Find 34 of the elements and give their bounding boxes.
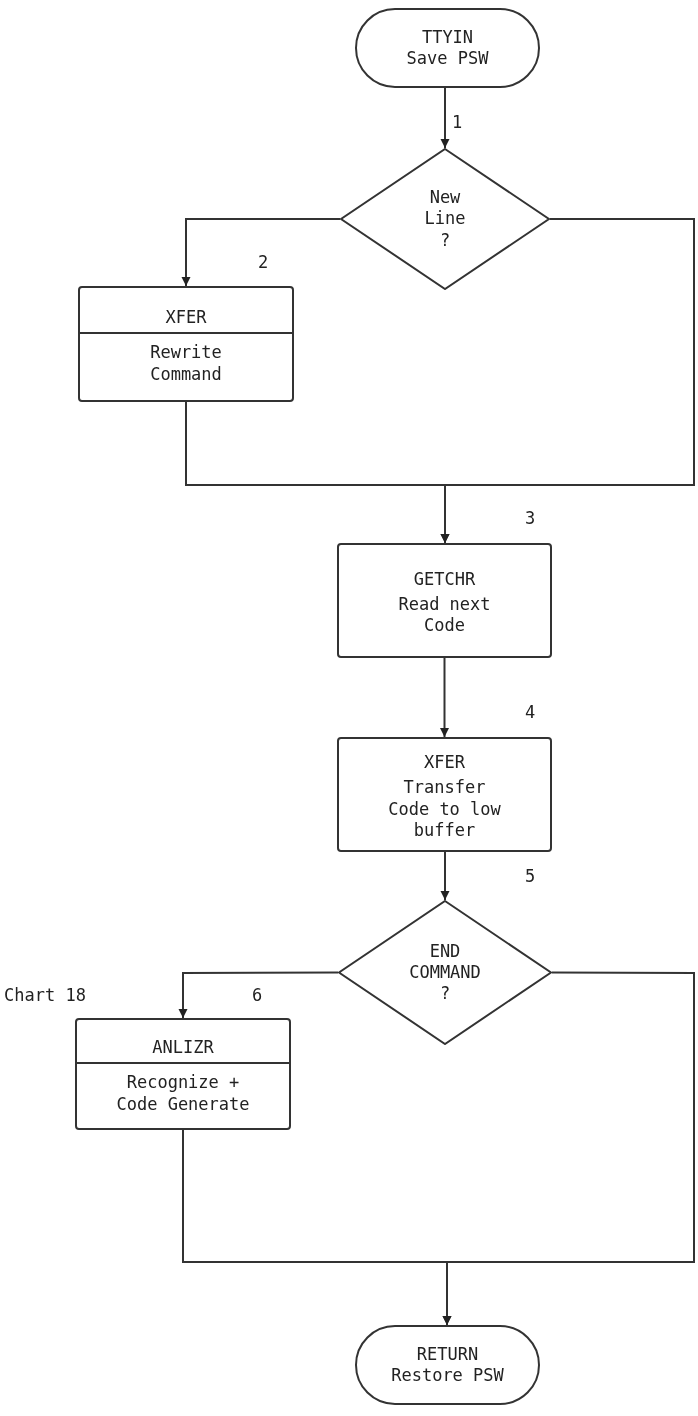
step-text: END COMMAND ? [408, 940, 482, 1005]
step-number: Chart 18 [4, 985, 86, 1005]
step-number: 2 [258, 252, 269, 272]
process-box [337, 543, 552, 658]
step-text: Save PSW [405, 48, 490, 70]
step-text: Rewrite Command [149, 342, 223, 385]
process-box [75, 1018, 291, 1130]
flow-arrow [182, 1129, 452, 1326]
routine-name: XFER [424, 752, 465, 774]
routine-name: GETCHR [413, 568, 476, 590]
process-box [337, 737, 552, 852]
step-text: Transfer Code to low buffer [387, 777, 502, 841]
step-number: 5 [525, 866, 536, 886]
flow-arrow [440, 657, 449, 738]
flow-arrow [185, 401, 450, 544]
process-box [78, 286, 294, 402]
decision-diamond [338, 900, 552, 1045]
flow-arrow [440, 87, 450, 149]
step-text: Recognize + Code Generate [115, 1072, 251, 1115]
decision-diamond [340, 148, 550, 290]
step-text: RETURN [415, 1343, 480, 1365]
step-text: Read next Code [397, 593, 492, 637]
routine-name: ANLIZR [152, 1037, 214, 1059]
step-number: 1 [452, 112, 463, 132]
step-text: TTYIN [420, 26, 475, 48]
flow-arrow [178, 971, 339, 1019]
flow-arrow [181, 218, 341, 287]
step-number: 4 [525, 702, 536, 722]
step-text: New Line ? [423, 187, 467, 251]
step-text: Restore PSW [390, 1365, 505, 1387]
step-number: 6 [252, 985, 263, 1005]
step-number: 3 [525, 508, 536, 528]
routine-name: XFER [165, 307, 207, 329]
flow-arrow [440, 851, 450, 901]
